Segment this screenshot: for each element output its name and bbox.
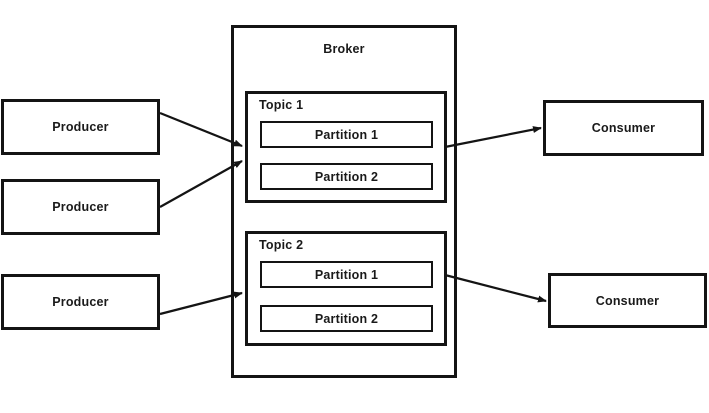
topic-1-box: Topic 1 Partition 1 Partition 2 [245,91,447,203]
topic-1-label: Topic 1 [259,98,304,112]
topic-1-partition-2-label: Partition 2 [314,169,379,184]
arrow-producer1-to-topic1 [159,111,243,148]
arrow-producer3-to-topic2 [159,291,243,316]
topic-2-partition-2-label: Partition 2 [314,311,379,326]
producer-2-label: Producer [52,200,109,214]
topic-2-label: Topic 2 [259,238,304,252]
consumer-2-label: Consumer [595,293,660,308]
topic-2-partition-2-box: Partition 2 [260,305,433,332]
broker-box: Broker Topic 1 Partition 1 Partition 2 T… [231,25,457,378]
consumer-2-box: Consumer [548,273,707,328]
producer-1-box: Producer [1,99,160,155]
arrow-topic1-to-consumer1 [444,126,542,149]
topic-2-box: Topic 2 Partition 1 Partition 2 [245,231,447,346]
broker-label: Broker [323,42,365,56]
producer-3-box: Producer [1,274,160,330]
producer-3-label: Producer [52,295,109,309]
topic-2-partition-1-box: Partition 1 [260,261,433,288]
arrow-topic2-to-consumer2 [444,273,547,303]
arrow-producer2-to-topic1 [159,160,243,208]
consumer-1-label: Consumer [591,121,656,135]
producer-1-label: Producer [52,120,109,134]
topic-2-partition-1-label: Partition 1 [314,267,379,282]
topic-1-partition-1-label: Partition 1 [314,127,379,142]
topic-1-partition-1-box: Partition 1 [260,121,433,148]
topic-1-partition-2-box: Partition 2 [260,163,433,190]
consumer-1-box: Consumer [543,100,704,156]
producer-2-box: Producer [1,179,160,235]
